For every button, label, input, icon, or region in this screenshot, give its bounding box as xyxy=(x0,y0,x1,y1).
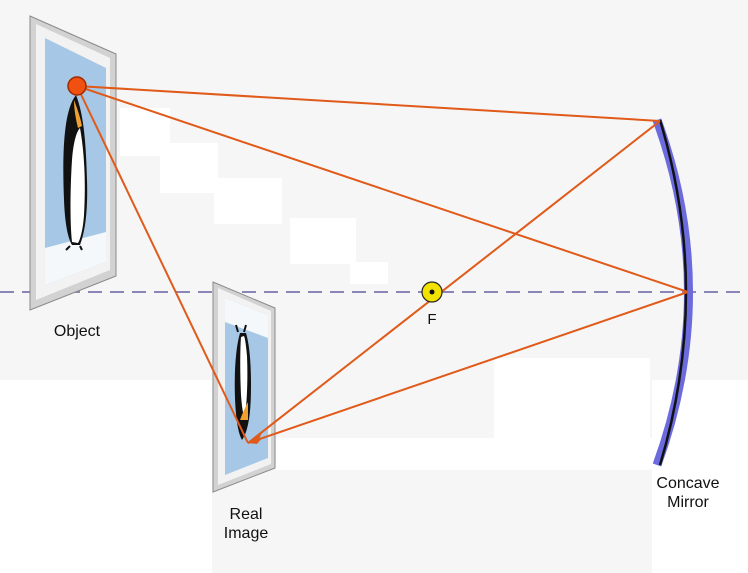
background-upper xyxy=(0,0,748,380)
ray-vertex-reflected xyxy=(247,291,689,444)
real-image-label-line2: Image xyxy=(223,525,269,542)
mirror-label: Concave Mirror xyxy=(640,474,736,512)
image-penguin-foot xyxy=(235,324,239,333)
mirror-label-line2: Mirror xyxy=(667,494,709,511)
object-picture xyxy=(29,15,117,311)
mirror-label-line1: Concave xyxy=(656,475,720,492)
background-block xyxy=(214,178,282,224)
real-image-picture xyxy=(212,281,276,493)
object-snow xyxy=(45,232,106,285)
background-block xyxy=(494,358,650,438)
background-block xyxy=(276,438,656,470)
rays xyxy=(76,85,689,444)
image-penguin-throat xyxy=(240,402,248,420)
image-snow xyxy=(225,298,268,338)
ray-object-to-image xyxy=(76,85,249,444)
focal-point-center xyxy=(429,289,435,295)
image-penguin-foot xyxy=(243,324,247,333)
real-image-label-line1: Real xyxy=(229,506,263,523)
ray-parallel-reflected xyxy=(247,120,661,444)
ray-arrowhead xyxy=(248,437,263,444)
real-image-label: Real Image xyxy=(206,505,286,543)
object-penguin-belly xyxy=(70,128,85,243)
ray-parallel-incident xyxy=(76,85,661,122)
object-label: Object xyxy=(53,323,101,340)
background-block xyxy=(290,218,356,264)
background-block xyxy=(350,262,388,284)
object-penguin-throat xyxy=(74,100,82,128)
object-penguin-foot xyxy=(65,245,71,251)
image-penguin-belly xyxy=(240,336,248,418)
ray-vertex-incident xyxy=(76,85,689,293)
object-penguin-foot xyxy=(79,245,83,251)
object-tip-marker xyxy=(67,76,87,96)
focal-point-label: F xyxy=(427,311,437,328)
background-block xyxy=(160,143,218,193)
